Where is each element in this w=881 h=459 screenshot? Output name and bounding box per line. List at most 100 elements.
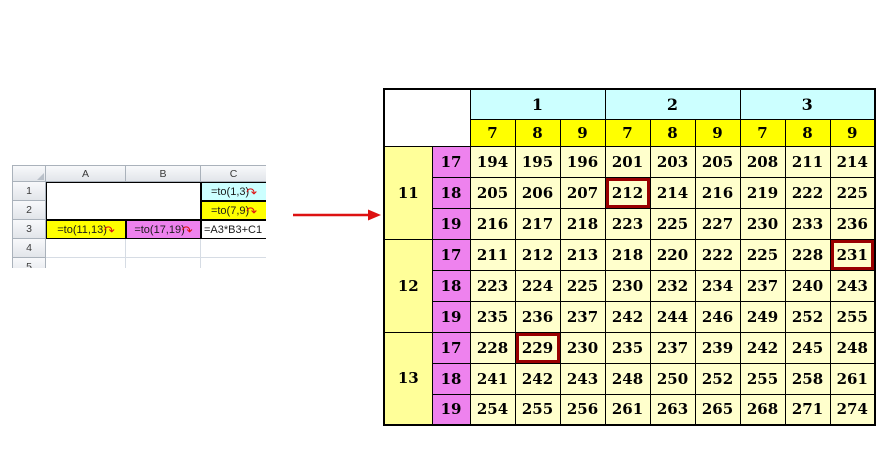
table-cell[interactable]: 225	[559, 269, 606, 302]
table-cell[interactable]: 232	[649, 269, 696, 302]
cell-C1[interactable]: =to(1,3) ↷	[201, 182, 266, 201]
table-cell[interactable]: 246	[694, 300, 741, 333]
column-sub-1-7[interactable]: 7	[469, 118, 516, 147]
table-cell[interactable]: 214	[829, 145, 876, 178]
table-cell[interactable]: 233	[784, 207, 831, 240]
table-cell[interactable]: 230	[604, 269, 651, 302]
table-cell[interactable]: 196	[559, 145, 606, 178]
column-header-A[interactable]: A	[46, 166, 126, 182]
table-cell[interactable]: 207	[559, 176, 606, 209]
table-cell[interactable]: 201	[604, 145, 651, 178]
column-group-1[interactable]: 1	[469, 88, 606, 120]
table-cell[interactable]: 225	[649, 207, 696, 240]
table-cell[interactable]: 242	[514, 362, 561, 395]
table-cell[interactable]: 195	[514, 145, 561, 178]
table-cell[interactable]: 206	[514, 176, 561, 209]
table-cell[interactable]: 213	[559, 238, 606, 271]
table-cell[interactable]: 219	[739, 176, 786, 209]
table-cell[interactable]: 255	[829, 300, 876, 333]
table-cell[interactable]: 216	[469, 207, 516, 240]
table-cell[interactable]: 223	[604, 207, 651, 240]
row-header-3[interactable]: 3	[13, 220, 46, 239]
cell-C5[interactable]	[201, 258, 266, 268]
cell-C3[interactable]: =A3*B3+C1	[201, 220, 266, 239]
column-sub-2-9[interactable]: 9	[694, 118, 741, 147]
row-sub-18[interactable]: 18	[431, 176, 471, 209]
column-header-C[interactable]: C	[201, 166, 266, 182]
table-cell[interactable]: 261	[604, 393, 651, 426]
table-cell[interactable]: 228	[784, 238, 831, 271]
cell-A3[interactable]: =to(11,13) ↷	[46, 220, 126, 239]
table-cell-highlighted[interactable]: 229	[514, 331, 561, 364]
table-cell[interactable]: 274	[829, 393, 876, 426]
table-cell[interactable]: 245	[784, 331, 831, 364]
table-cell[interactable]: 235	[604, 331, 651, 364]
table-cell[interactable]: 237	[739, 269, 786, 302]
table-cell[interactable]: 255	[514, 393, 561, 426]
column-sub-2-8[interactable]: 8	[649, 118, 696, 147]
column-sub-2-7[interactable]: 7	[604, 118, 651, 147]
table-cell[interactable]: 254	[469, 393, 516, 426]
table-cell[interactable]: 252	[694, 362, 741, 395]
table-cell-highlighted[interactable]: 231	[829, 238, 876, 271]
merged-blank-region[interactable]	[46, 182, 201, 220]
table-cell[interactable]: 214	[649, 176, 696, 209]
table-cell[interactable]: 205	[694, 145, 741, 178]
column-sub-3-8[interactable]: 8	[784, 118, 831, 147]
table-cell[interactable]: 258	[784, 362, 831, 395]
select-all-corner[interactable]	[13, 166, 46, 182]
table-cell[interactable]: 242	[604, 300, 651, 333]
table-cell[interactable]: 194	[469, 145, 516, 178]
table-cell[interactable]: 217	[514, 207, 561, 240]
table-cell[interactable]: 268	[739, 393, 786, 426]
row-sub-18[interactable]: 18	[431, 269, 471, 302]
row-header-1[interactable]: 1	[13, 182, 46, 201]
table-cell[interactable]: 237	[649, 331, 696, 364]
table-cell[interactable]: 236	[514, 300, 561, 333]
row-sub-18[interactable]: 18	[431, 362, 471, 395]
table-cell[interactable]: 248	[604, 362, 651, 395]
table-cell[interactable]: 237	[559, 300, 606, 333]
cell-B3[interactable]: =to(17,19) ↷	[126, 220, 201, 239]
row-sub-19[interactable]: 19	[431, 393, 471, 426]
cell-B5[interactable]	[126, 258, 201, 268]
table-cell[interactable]: 261	[829, 362, 876, 395]
table-cell[interactable]: 235	[469, 300, 516, 333]
cell-A5[interactable]	[46, 258, 126, 268]
table-cell[interactable]: 216	[694, 176, 741, 209]
column-sub-3-9[interactable]: 9	[829, 118, 876, 147]
table-cell[interactable]: 241	[469, 362, 516, 395]
table-cell[interactable]: 230	[559, 331, 606, 364]
table-cell[interactable]: 243	[829, 269, 876, 302]
row-sub-19[interactable]: 19	[431, 207, 471, 240]
table-cell[interactable]: 223	[469, 269, 516, 302]
table-cell[interactable]: 220	[649, 238, 696, 271]
table-cell[interactable]: 271	[784, 393, 831, 426]
table-cell[interactable]: 222	[784, 176, 831, 209]
table-cell[interactable]: 234	[694, 269, 741, 302]
table-cell[interactable]: 263	[649, 393, 696, 426]
table-cell[interactable]: 218	[559, 207, 606, 240]
table-cell[interactable]: 242	[739, 331, 786, 364]
row-sub-17[interactable]: 17	[431, 238, 471, 271]
table-cell[interactable]: 265	[694, 393, 741, 426]
table-cell[interactable]: 225	[829, 176, 876, 209]
table-cell[interactable]: 240	[784, 269, 831, 302]
table-cell[interactable]: 230	[739, 207, 786, 240]
column-group-2[interactable]: 2	[604, 88, 741, 120]
column-sub-1-9[interactable]: 9	[559, 118, 606, 147]
table-cell[interactable]: 205	[469, 176, 516, 209]
table-cell[interactable]: 244	[649, 300, 696, 333]
column-header-B[interactable]: B	[126, 166, 201, 182]
table-cell[interactable]: 225	[739, 238, 786, 271]
row-group-11[interactable]: 11	[383, 145, 433, 240]
table-cell[interactable]: 208	[739, 145, 786, 178]
cell-C4[interactable]	[201, 239, 266, 258]
row-header-4[interactable]: 4	[13, 239, 46, 258]
cell-B4[interactable]	[126, 239, 201, 258]
table-cell[interactable]: 256	[559, 393, 606, 426]
table-cell[interactable]: 243	[559, 362, 606, 395]
row-group-13[interactable]: 13	[383, 331, 433, 426]
column-sub-1-8[interactable]: 8	[514, 118, 561, 147]
table-cell[interactable]: 236	[829, 207, 876, 240]
